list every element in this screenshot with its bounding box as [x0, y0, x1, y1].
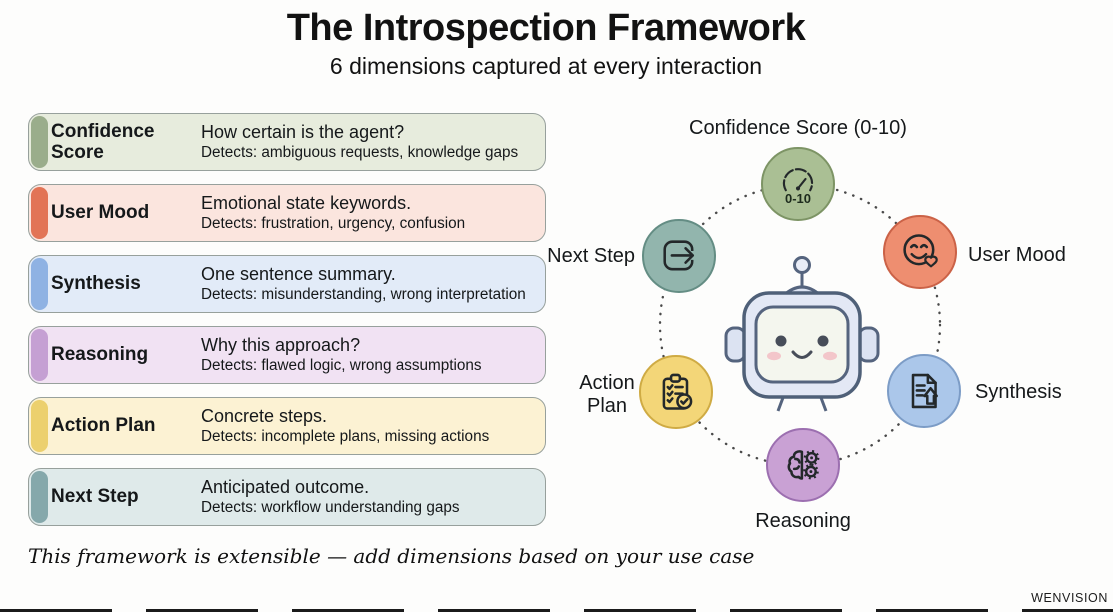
dimension-label: Next Step [51, 486, 139, 508]
smiley-heart-icon [903, 234, 938, 268]
dimension-summary: Emotional state keywords. [201, 193, 412, 214]
document-up-icon [911, 373, 938, 409]
dimension-description: Why this approach? Detects: flawed logic… [201, 335, 545, 374]
dimension-description: Concrete steps. Detects: incomplete plan… [201, 406, 545, 445]
dimension-label: Action Plan [51, 415, 156, 437]
dimension-detects: Detects: workflow understanding gaps [201, 499, 460, 517]
row-accent-bar [31, 116, 48, 168]
dimension-row-user-mood: User Mood Emotional state keywords. Dete… [28, 184, 546, 242]
dimension-row-action-plan: Action Plan Concrete steps. Detects: inc… [28, 397, 546, 455]
confidence-score-label: Confidence Score (0-10) [689, 117, 907, 139]
dimension-row-next-step: Next Step Anticipated outcome. Detects: … [28, 468, 546, 526]
next-step-node [642, 219, 716, 293]
dimension-detects: Detects: incomplete plans, missing actio… [201, 428, 490, 446]
dimension-label: User Mood [51, 202, 150, 224]
dimension-row-confidence-score: Confidence Score How certain is the agen… [28, 113, 546, 171]
dimension-description: How certain is the agent? Detects: ambig… [201, 122, 545, 161]
dimension-row-reasoning: Reasoning Why this approach? Detects: fl… [28, 326, 546, 384]
header: The Introspection Framework 6 dimensions… [0, 7, 1092, 80]
brand-wordmark: WENVISION [1031, 591, 1108, 605]
dimension-summary: Concrete steps. [201, 406, 328, 427]
gauge-icon [782, 167, 814, 191]
dimension-detects: Detects: frustration, urgency, confusion [201, 215, 466, 233]
row-accent-bar [31, 329, 48, 381]
synthesis-label: Synthesis [975, 381, 1062, 403]
dimension-detects: Detects: flawed logic, wrong assumptions [201, 357, 482, 375]
exit-arrow-icon [663, 240, 695, 271]
dotted-circle [658, 183, 942, 467]
dimension-detects: Detects: ambiguous requests, knowledge g… [201, 144, 519, 162]
user-mood-node [883, 215, 957, 289]
row-accent-bar [31, 187, 48, 239]
page-title: The Introspection Framework [286, 7, 806, 49]
synthesis-node [887, 354, 961, 428]
row-accent-bar [31, 471, 48, 523]
robot-mascot-illustration [724, 256, 880, 412]
checklist-icon [662, 373, 693, 410]
row-accent-bar [31, 400, 48, 452]
reasoning-label: Reasoning [755, 510, 851, 532]
row-accent-bar [31, 258, 48, 310]
user-mood-label: User Mood [968, 244, 1066, 266]
reasoning-node [766, 428, 840, 502]
dimension-description: Emotional state keywords. Detects: frust… [201, 193, 545, 232]
brain-gears-icon [787, 450, 820, 480]
confidence-score-node: 0-10 [761, 147, 835, 221]
dimension-summary: How certain is the agent? [201, 122, 405, 143]
gauge-range-badge: 0-10 [784, 190, 812, 206]
extensibility-footnote: This framework is extensible — add dimen… [28, 544, 755, 568]
dimension-summary: One sentence summary. [201, 264, 396, 285]
dimension-row-synthesis: Synthesis One sentence summary. Detects:… [28, 255, 546, 313]
dimension-label: Confidence Score [51, 120, 155, 163]
dimension-description: Anticipated outcome. Detects: workflow u… [201, 477, 545, 516]
dimension-description: One sentence summary. Detects: misunders… [201, 264, 545, 303]
action-plan-label: Action Plan [579, 372, 635, 417]
action-plan-node [639, 355, 713, 429]
bottom-crop-line [0, 609, 1113, 612]
dimension-detects: Detects: misunderstanding, wrong interpr… [201, 286, 526, 304]
dimension-label: Synthesis [51, 273, 141, 295]
dimension-list: Confidence Score How certain is the agen… [28, 113, 546, 526]
page-subtitle: 6 dimensions captured at every interacti… [329, 52, 763, 79]
dimension-summary: Why this approach? [201, 335, 361, 356]
dimension-label: Reasoning [51, 344, 149, 366]
dimension-summary: Anticipated outcome. [201, 477, 370, 498]
